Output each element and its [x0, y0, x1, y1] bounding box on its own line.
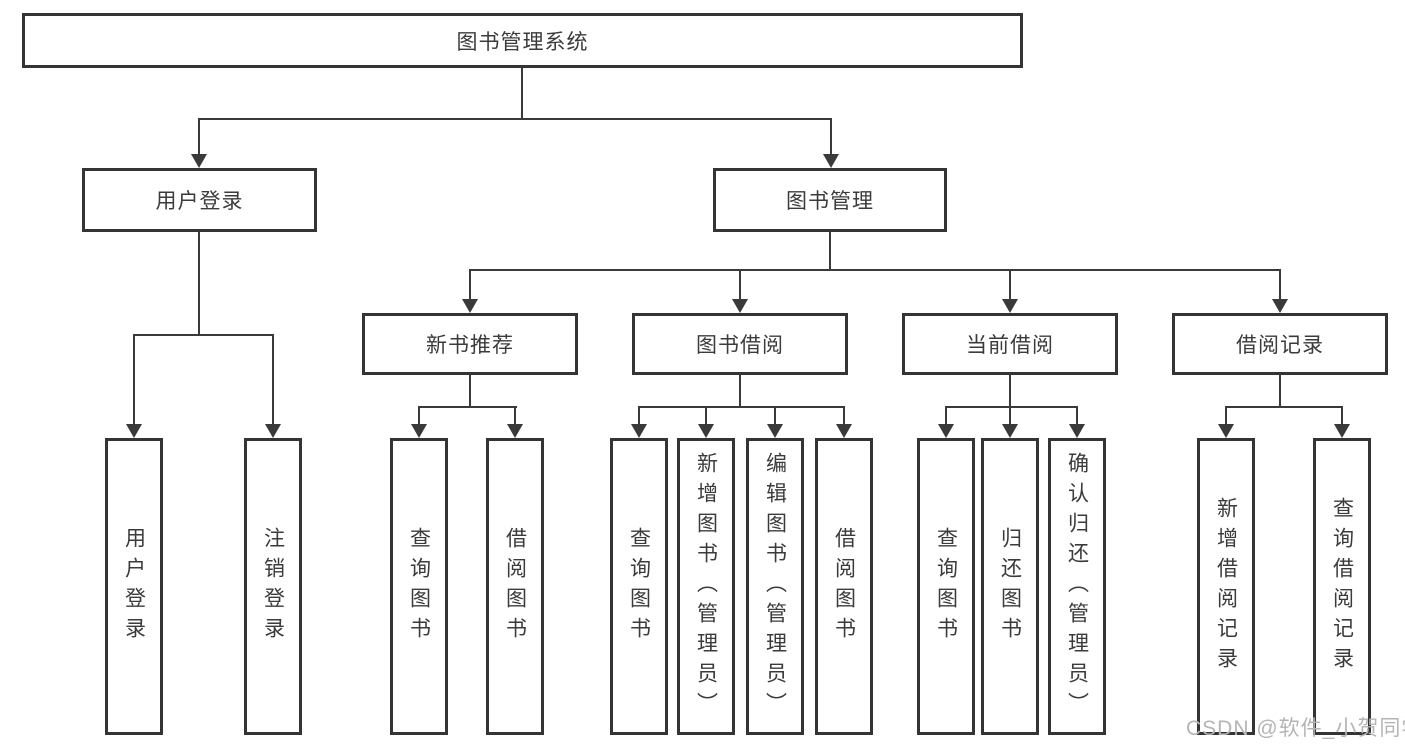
leaf-label: 新增图书（管理员）	[694, 451, 718, 722]
leaf-query-borrow-record: 查询借阅记录	[1313, 438, 1371, 735]
leaf-label: 注销登录	[261, 526, 285, 647]
connector-line	[739, 375, 741, 408]
node-new-book-recommend: 新书推荐	[362, 313, 578, 375]
leaf-borrow-books-1: 借阅图书	[486, 438, 544, 735]
arrow-down-icon	[191, 154, 207, 168]
leaf-user-login: 用户登录	[105, 438, 163, 735]
connector-line	[1225, 406, 1343, 408]
connector-line	[1009, 271, 1011, 300]
connector-line	[739, 271, 741, 300]
node-book-management: 图书管理	[713, 168, 947, 232]
leaf-query-books-3: 查询图书	[917, 438, 975, 735]
leaf-label: 查询图书	[934, 526, 958, 647]
connector-line	[843, 408, 845, 425]
leaf-label: 借阅图书	[832, 526, 856, 647]
connector-line	[198, 120, 200, 155]
arrow-down-icon	[411, 424, 427, 438]
arrow-down-icon	[823, 154, 839, 168]
csdn-watermark: CSDN @软件_小贺同学	[1186, 717, 1405, 740]
arrow-down-icon	[126, 424, 142, 438]
leaf-query-books-1: 查询图书	[390, 438, 448, 735]
leaf-confirm-return-admin: 确认归还（管理员）	[1048, 438, 1106, 735]
connector-line	[198, 118, 832, 120]
leaf-label: 新增借阅记录	[1214, 496, 1238, 677]
connector-line	[198, 232, 200, 336]
connector-line	[829, 232, 831, 271]
connector-line	[945, 408, 947, 425]
connector-line	[1076, 408, 1078, 425]
node-borrowing-records: 借阅记录	[1172, 313, 1388, 375]
connector-line	[638, 406, 845, 408]
arrow-down-icon	[631, 424, 647, 438]
connector-line	[1009, 408, 1011, 425]
node-label: 图书管理	[786, 190, 874, 213]
arrow-down-icon	[1002, 424, 1018, 438]
leaf-label: 借阅图书	[503, 526, 527, 647]
arrow-down-icon	[1334, 424, 1350, 438]
connector-line	[469, 271, 471, 300]
node-current-borrowing: 当前借阅	[902, 313, 1118, 375]
connector-line	[1009, 375, 1011, 408]
leaf-logout: 注销登录	[244, 438, 302, 735]
node-label: 图书借阅	[696, 334, 784, 357]
connector-line	[418, 406, 517, 408]
arrow-down-icon	[732, 299, 748, 313]
leaf-label: 编辑图书（管理员）	[763, 451, 787, 722]
connector-line	[830, 120, 832, 155]
arrow-down-icon	[1218, 424, 1234, 438]
connector-line	[521, 68, 523, 120]
leaf-add-books-admin: 新增图书（管理员）	[677, 438, 735, 735]
connector-line	[469, 269, 1281, 271]
arrow-down-icon	[698, 424, 714, 438]
arrow-down-icon	[836, 424, 852, 438]
connector-line	[774, 408, 776, 425]
connector-line	[133, 336, 135, 425]
node-label: 当前借阅	[966, 334, 1054, 357]
leaf-label: 查询借阅记录	[1330, 496, 1354, 677]
arrow-down-icon	[462, 299, 478, 313]
connector-line	[1279, 271, 1281, 300]
node-user-login: 用户登录	[82, 168, 317, 232]
connector-line	[418, 408, 420, 425]
connector-line	[945, 406, 1078, 408]
leaf-label: 查询图书	[407, 526, 431, 647]
node-label: 用户登录	[155, 190, 244, 213]
leaf-add-borrow-record: 新增借阅记录	[1197, 438, 1255, 735]
leaf-label: 归还图书	[998, 526, 1022, 647]
node-library-management-system: 图书管理系统	[22, 13, 1023, 68]
node-label: 借阅记录	[1236, 334, 1324, 357]
node-book-borrowing: 图书借阅	[632, 313, 848, 375]
leaf-query-books-2: 查询图书	[610, 438, 668, 735]
leaf-return-books: 归还图书	[981, 438, 1039, 735]
leaf-label: 确认归还（管理员）	[1065, 451, 1089, 722]
connector-line	[638, 408, 640, 425]
connector-line	[272, 336, 274, 425]
connector-line	[1279, 375, 1281, 408]
leaf-edit-books-admin: 编辑图书（管理员）	[746, 438, 804, 735]
leaf-borrow-books-2: 借阅图书	[815, 438, 873, 735]
connector-line	[133, 334, 274, 336]
arrow-down-icon	[265, 424, 281, 438]
arrow-down-icon	[767, 424, 783, 438]
node-label: 图书管理系统	[456, 30, 589, 54]
arrow-down-icon	[1002, 299, 1018, 313]
connector-line	[469, 375, 471, 408]
arrow-down-icon	[1069, 424, 1085, 438]
leaf-label: 查询图书	[627, 526, 651, 647]
leaf-label: 用户登录	[122, 526, 146, 647]
arrow-down-icon	[938, 424, 954, 438]
connector-line	[1341, 408, 1343, 425]
connector-line	[1225, 408, 1227, 425]
node-label: 新书推荐	[426, 334, 514, 357]
connector-line	[705, 408, 707, 425]
arrow-down-icon	[1272, 299, 1288, 313]
arrow-down-icon	[507, 424, 523, 438]
connector-line	[514, 408, 516, 425]
